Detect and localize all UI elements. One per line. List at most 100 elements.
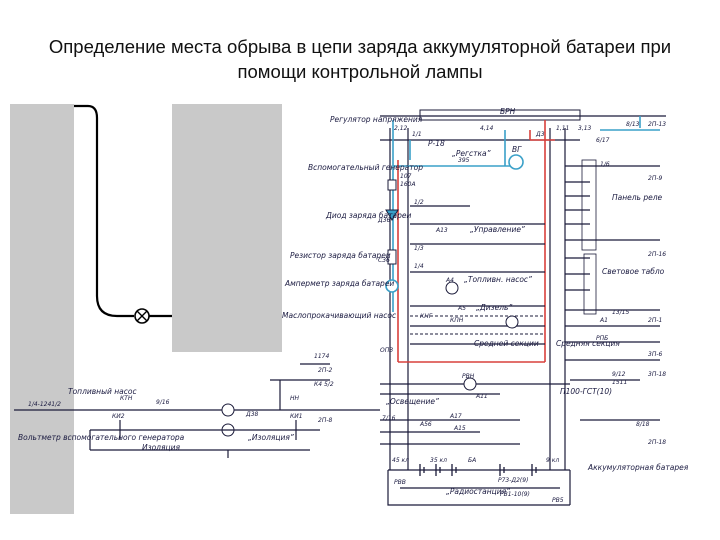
label-light-board: Световое табло <box>602 267 665 276</box>
wire-3p-18: 3П-18 <box>648 371 666 378</box>
label-d3: Д3 <box>535 131 545 138</box>
wire-2p-1: 2П-1 <box>648 317 662 324</box>
wire-1-3: 1/3 <box>414 245 424 252</box>
ammeter-symbol <box>385 279 399 293</box>
charge-resistor <box>387 249 397 265</box>
label-d36: Д36 <box>377 217 391 224</box>
label-ki1: КИ1 <box>290 413 303 420</box>
label-d38: Д38 <box>245 411 259 418</box>
wire-395: 395 <box>458 157 470 164</box>
title-line-2: помощи контрольной лампы <box>237 61 483 82</box>
rvn-relay <box>463 377 477 391</box>
label-a17: А17 <box>449 413 462 420</box>
label-battery: Аккумуляторная батарея <box>587 463 689 472</box>
wire-3-13: 3,13 <box>578 125 592 132</box>
left-gray-panel <box>10 104 74 514</box>
brn-block <box>419 109 581 121</box>
label-control: „Управление” <box>470 225 525 234</box>
wire-r73: Р73-Д2(9) <box>498 477 528 484</box>
diagram-labels: Регулятор напряжения Вспомогательный ген… <box>18 107 689 504</box>
label-p100: П100-ГСТ(10) <box>560 387 612 396</box>
ammeter-symbol-2 <box>445 281 459 295</box>
top-gray-panel <box>172 104 282 352</box>
label-a5: А5 <box>457 305 466 312</box>
label-isolation-2: „Изоляция” <box>248 433 294 442</box>
wire-2p-8: 2П-8 <box>318 417 332 424</box>
label-a4: А4 <box>445 277 454 284</box>
wire-1-11: 1,11 <box>556 125 569 132</box>
wire-7-16: 7/16 <box>382 415 396 422</box>
label-nn: НН <box>290 395 300 402</box>
wire-45kl: 45 кл <box>392 457 409 464</box>
label-ammeter: Амперметр заряда батареи <box>284 279 394 288</box>
wire-2-12: 2,12 <box>394 125 408 132</box>
wire-1-4: 1/4 <box>414 263 424 270</box>
label-fuel-pump-q: „Топливн. насос” <box>464 275 532 284</box>
wire-1-6: 1/6 <box>600 161 610 168</box>
label-oil-pump: Маслопрокачивающий насос <box>282 311 397 320</box>
charge-diode <box>385 209 399 221</box>
label-resistor: Резистор заряда батареи <box>290 251 391 260</box>
wire-rv1: РВ1-10(9) <box>500 491 530 498</box>
label-a15: А15 <box>453 425 466 432</box>
wire-1174: 1174 <box>314 353 329 360</box>
control-lamp-probe <box>74 104 172 324</box>
title-line-1: Определение места обрыва в цепи заряда а… <box>48 36 672 57</box>
wire-2p-9: 2П-9 <box>648 175 662 182</box>
pump-motor-symbol <box>505 315 519 329</box>
battery-cells <box>419 464 537 476</box>
label-lighting: „Освещение” <box>386 397 439 406</box>
label-r18: Р-18 <box>428 139 445 148</box>
label-a11: А11 <box>475 393 488 400</box>
label-rectifier: „Регстка” <box>452 149 491 158</box>
wire-ba: БА <box>468 457 476 464</box>
label-regulator: Регулятор напряжения <box>330 115 423 124</box>
wire-107: 107 <box>400 173 412 180</box>
wire-35kl: 35 кл <box>430 457 447 464</box>
page-title: Определение места обрыва в цепи заряда а… <box>0 34 720 84</box>
wire-2p-13: 2П-13 <box>648 121 666 128</box>
label-kng: КНГ <box>420 313 433 320</box>
wire-1-2: 1/2 <box>414 199 424 206</box>
wire-9-16: 9/16 <box>156 399 170 406</box>
label-ktn: КТН <box>120 395 133 402</box>
wire-2p-2: 2П-2 <box>318 367 332 374</box>
wire-1-4-1241: 1/4-1241/2 <box>28 401 61 408</box>
label-diode: Диод заряда батареи <box>325 211 411 220</box>
wire-rvv: РВВ <box>394 479 406 486</box>
label-ki2: КИ2 <box>112 413 125 420</box>
fuel-pump-motor <box>221 403 235 417</box>
label-fuel-pump: Топливный насос <box>68 387 137 396</box>
label-rvn: РВН <box>462 373 475 380</box>
label-rpb: РПБ <box>596 335 608 342</box>
schematic-wiring <box>14 109 666 506</box>
label-mid-section: Средней секции <box>474 339 539 348</box>
wire-8-13: 8/13 <box>626 121 640 128</box>
wire-rv5: РВ5 <box>552 497 564 504</box>
label-isolation: Изоляция <box>142 443 180 452</box>
aux-generator-symbol <box>508 154 524 170</box>
label-aux-generator: Вспомогательный генератор <box>308 163 423 172</box>
wire-13-15: 13/15 <box>612 309 629 316</box>
wire-2p-16: 2П-16 <box>648 251 666 258</box>
wire-4-14: 4,14 <box>480 125 494 132</box>
label-kpn: КПН <box>450 317 464 324</box>
label-a56: А56 <box>419 421 432 428</box>
wire-opz: ОПЗ <box>380 347 393 354</box>
wire-3p-6: 3П-6 <box>648 351 662 358</box>
wire-1511: 1511 <box>612 379 627 386</box>
label-a1: А1 <box>599 317 608 324</box>
label-panel-relay: Панель реле <box>612 193 663 202</box>
label-diesel: „Дизель” <box>476 303 512 312</box>
wire-160a: 160А <box>400 181 416 188</box>
label-radio: „Радиостанция” <box>446 487 510 496</box>
wire-6-17: 6/17 <box>596 137 610 144</box>
wire-9-12: 9/12 <box>612 371 626 378</box>
label-vg: ВГ <box>512 145 522 154</box>
label-a13: А13 <box>435 227 448 234</box>
label-c36: С36 <box>378 257 390 264</box>
wire-k4-5-2: К4 5/2 <box>314 381 334 388</box>
wire-1-1: 1/1 <box>412 131 422 138</box>
label-voltmeter: Вольтметр вспомогательного генератора <box>18 433 185 442</box>
